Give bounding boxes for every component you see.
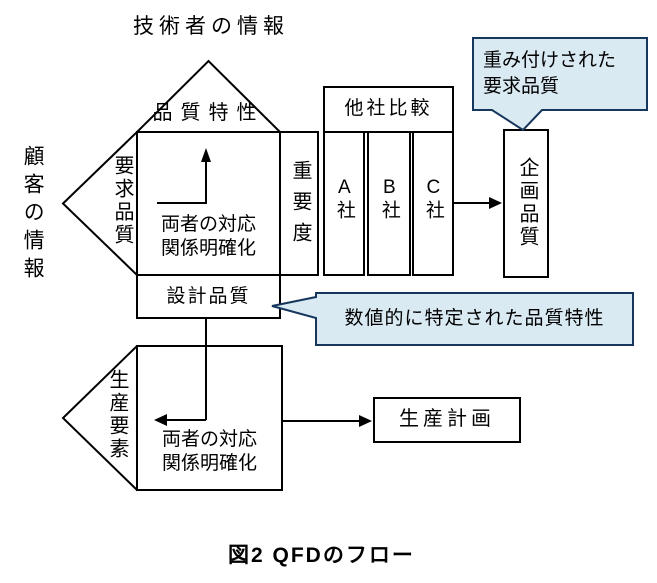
arrow-left-head-icon (154, 414, 167, 426)
comparison-header-box (323, 86, 454, 133)
importance-column (279, 131, 319, 276)
company-b-column (367, 131, 411, 276)
correspondence-arrow-up (157, 158, 207, 204)
company-a-column (323, 131, 365, 276)
production-plan-box (373, 397, 521, 443)
competitor-comparison-label: 他社比較 (344, 98, 433, 119)
company-b-label: B社 (378, 177, 400, 221)
design-quality-box (136, 274, 281, 319)
correspondence-note-upper: 両者の対応 関係明確化 (160, 214, 256, 259)
design-quality-label: 設計品質 (166, 286, 251, 307)
figure-caption: 図2 QFDのフロー (228, 544, 415, 567)
required-quality-label: 要求品質 (111, 155, 133, 247)
callout-weighted-text: 重み付けされた 要求品質 (483, 50, 617, 97)
roof-triangle (136, 59, 281, 133)
planned-quality-box (503, 129, 549, 278)
callout-numerically-specified (271, 292, 634, 346)
company-c-column (412, 131, 454, 276)
engineer-info-label: 技術者の情報 (133, 15, 289, 38)
company-c-label: C社 (422, 177, 444, 221)
callout-numeric-text: 数値的に特定された品質特性 (344, 308, 605, 329)
left-wing-triangle (61, 131, 138, 276)
quality-characteristics-label: 品質特性 (152, 102, 265, 124)
arrow-right-head-icon (489, 197, 502, 209)
company-a-label: A社 (333, 177, 355, 221)
arrow-up-head-icon (201, 148, 211, 162)
correspondence-note-lower: 両者の対応 関係明確化 (161, 429, 257, 474)
planned-quality-label: 企画品質 (516, 157, 538, 249)
production-wing-triangle (61, 345, 138, 491)
production-plan-label: 生産計画 (399, 408, 495, 430)
callout-weighted-required-quality (472, 37, 648, 132)
importance-label: 重要度 (289, 160, 311, 253)
customer-info-label: 顧客の情報 (21, 145, 45, 285)
production-factors-label: 生産要素 (106, 369, 128, 461)
arrow-right-head2-icon (359, 415, 372, 427)
